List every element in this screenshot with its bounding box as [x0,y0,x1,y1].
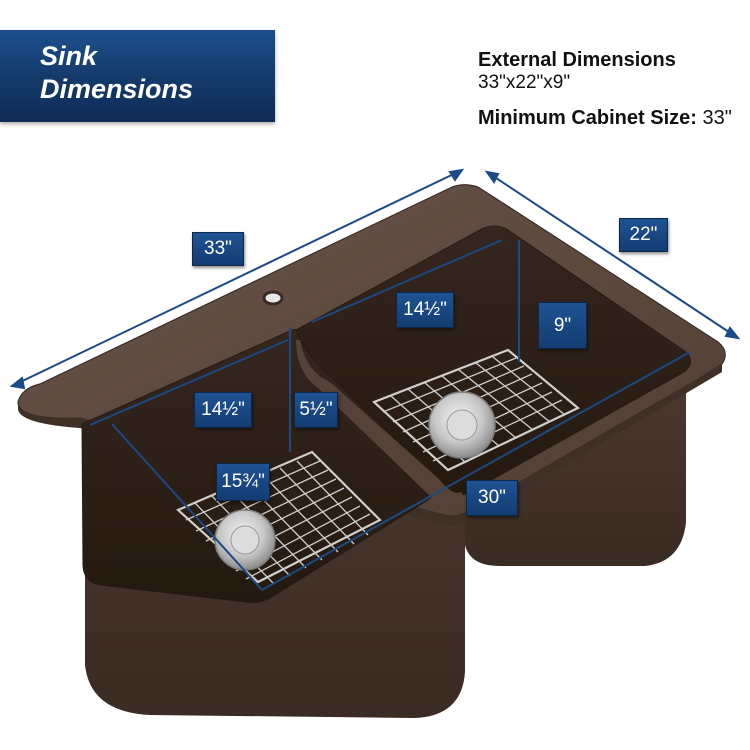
dim-line-22 [486,171,739,339]
title-banner: Sink Dimensions [0,30,275,122]
left-drain-center [230,525,260,555]
minimum-cabinet-value: 33" [702,107,732,129]
right-bowl-interior [295,225,691,496]
title-line-1: Sink [40,41,98,71]
label-left-bowl-length: 15¾" [216,463,270,501]
dim-line-left-bowl-width [89,339,289,426]
minimum-cabinet-heading: Minimum Cabinet Size: [478,107,697,129]
label-bowl-span: 30" [466,480,518,516]
title-line-2: Dimensions [40,74,194,104]
external-dimensions-value: 33"x22"x9" [478,72,571,93]
specs-panel: External Dimensions 33"x22"x9" Minimum C… [478,48,732,129]
bowl-divider [296,340,462,508]
label-right-bowl-width: 14½" [396,292,454,328]
dim-line-15-3-4 [111,423,263,591]
dim-line-right-bowl-width [311,239,503,323]
faucet-hole [262,290,284,306]
dim-line-33 [11,169,463,387]
dim-line-30 [261,351,691,591]
label-overall-length: 33" [192,232,244,266]
right-drain-center [446,409,478,441]
minimum-cabinet-row: Minimum Cabinet Size: 33" [478,106,732,130]
dimension-lines [9,168,741,591]
external-dimensions-heading: External Dimensions [478,49,676,71]
label-left-bowl-depth: 5½" [294,392,338,428]
label-left-bowl-width: 14½" [194,392,252,428]
label-overall-width: 22" [619,218,668,252]
label-right-bowl-depth: 9" [538,302,587,349]
